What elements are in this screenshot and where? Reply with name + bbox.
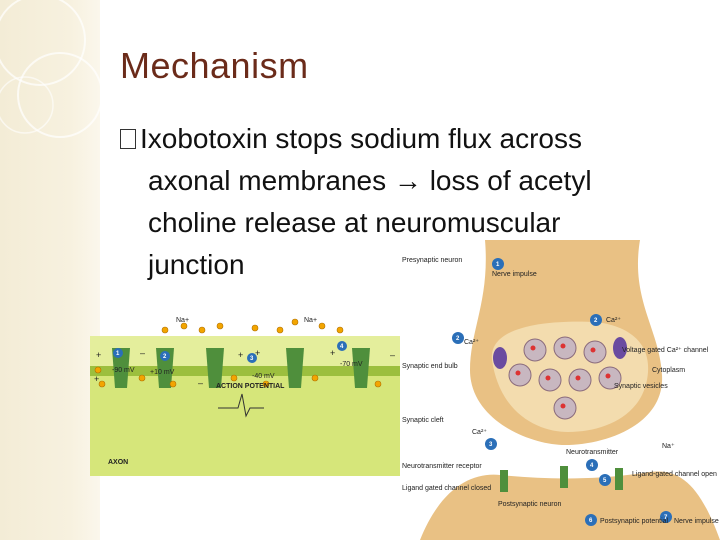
step-4: 4 [340, 344, 344, 350]
mv-label: +10 mV [150, 369, 175, 376]
step-2: 2 [594, 318, 598, 324]
step-2: 2 [163, 354, 167, 360]
svg-text:+: + [238, 350, 243, 360]
step-3: 3 [250, 356, 254, 362]
synaptic-end-bulb-label: Synaptic end bulb [402, 363, 458, 370]
ligand-open-label: Ligand-gated channel open [632, 471, 717, 478]
page-title: Mechanism [120, 45, 309, 86]
bullet-line-2: axonal membranes → loss of acetyl [120, 160, 680, 202]
arrow-icon: → [393, 165, 422, 196]
step-2: 2 [456, 336, 460, 342]
mv-label: -40 mV [252, 373, 275, 380]
text-line-2: axonal membranes [148, 165, 387, 196]
step-7: 7 [664, 515, 668, 521]
bullet-line-4: junction [148, 249, 245, 280]
ca-label: Ca²⁺ [464, 339, 479, 346]
na-label: Na+ [304, 317, 317, 324]
decorative-circles [0, 0, 103, 138]
step-6: 6 [589, 518, 593, 524]
na-label: Na⁺ [662, 443, 675, 450]
receptor-label: Neurotransmitter receptor [402, 463, 482, 470]
bullet-text: Ixobotoxin stops sodium flux across axon… [120, 118, 680, 286]
nerve-impulse-label: Nerve impulse [674, 518, 719, 525]
svg-text:–: – [140, 348, 145, 358]
step-1: 1 [496, 262, 500, 268]
axon-label: AXON [108, 459, 128, 466]
bullet-glyph-icon [120, 129, 136, 149]
step-4: 4 [590, 463, 594, 469]
step-1: 1 [116, 351, 120, 357]
ca-label: Ca²⁺ [472, 429, 487, 436]
svg-text:–: – [198, 378, 203, 388]
bullet-line-1: Ixobotoxin stops sodium flux across [120, 118, 680, 160]
decorative-side-band [0, 0, 100, 540]
action-potential-label: ACTION POTENTIAL [216, 383, 285, 390]
ligand-closed-label: Ligand gated channel closed [402, 485, 491, 492]
svg-text:+: + [330, 348, 335, 358]
nerve-impulse-label: Nerve impulse [492, 271, 537, 278]
na-label: Na+ [176, 317, 189, 324]
mv-label: -90 mV [112, 367, 135, 374]
axon-action-potential-figure: Na+ Na+ +–++ +–+– 1 2 3 4 -90 mV +10 mV … [90, 317, 410, 476]
step-3: 3 [489, 442, 493, 448]
synaptic-cleft-label: Synaptic cleft [402, 417, 444, 424]
mv-label: -70 mV [340, 361, 363, 368]
bullet-line-3: choline release at neuromuscular [148, 207, 561, 238]
ca-label: Ca²⁺ [606, 317, 621, 324]
svg-text:+: + [94, 374, 99, 384]
svg-text:+: + [255, 348, 260, 358]
svg-text:–: – [390, 350, 395, 360]
text-line-1: Ixobotoxin stops sodium flux across [140, 123, 582, 154]
postsynaptic-neuron-label: Postsynaptic neuron [498, 501, 562, 508]
step-5: 5 [603, 478, 607, 484]
synapse-figure: 1 2 2 3 4 5 6 7 Presynaptic neuron Nerve… [400, 240, 720, 540]
cytoplasm-label: Cytoplasm [652, 367, 685, 374]
synaptic-vesicles-label: Synaptic vesicles [614, 383, 668, 390]
postsynaptic-potential-label: Postsynaptic potential [600, 518, 669, 525]
neurotransmitter-label: Neurotransmitter [566, 449, 619, 456]
svg-text:+: + [96, 350, 101, 360]
text-line-2b: loss of acetyl [429, 165, 592, 196]
presynaptic-neuron-label: Presynaptic neuron [402, 257, 462, 264]
voltage-gated-channel-label: Voltage gated Ca²⁺ channel [622, 347, 709, 354]
